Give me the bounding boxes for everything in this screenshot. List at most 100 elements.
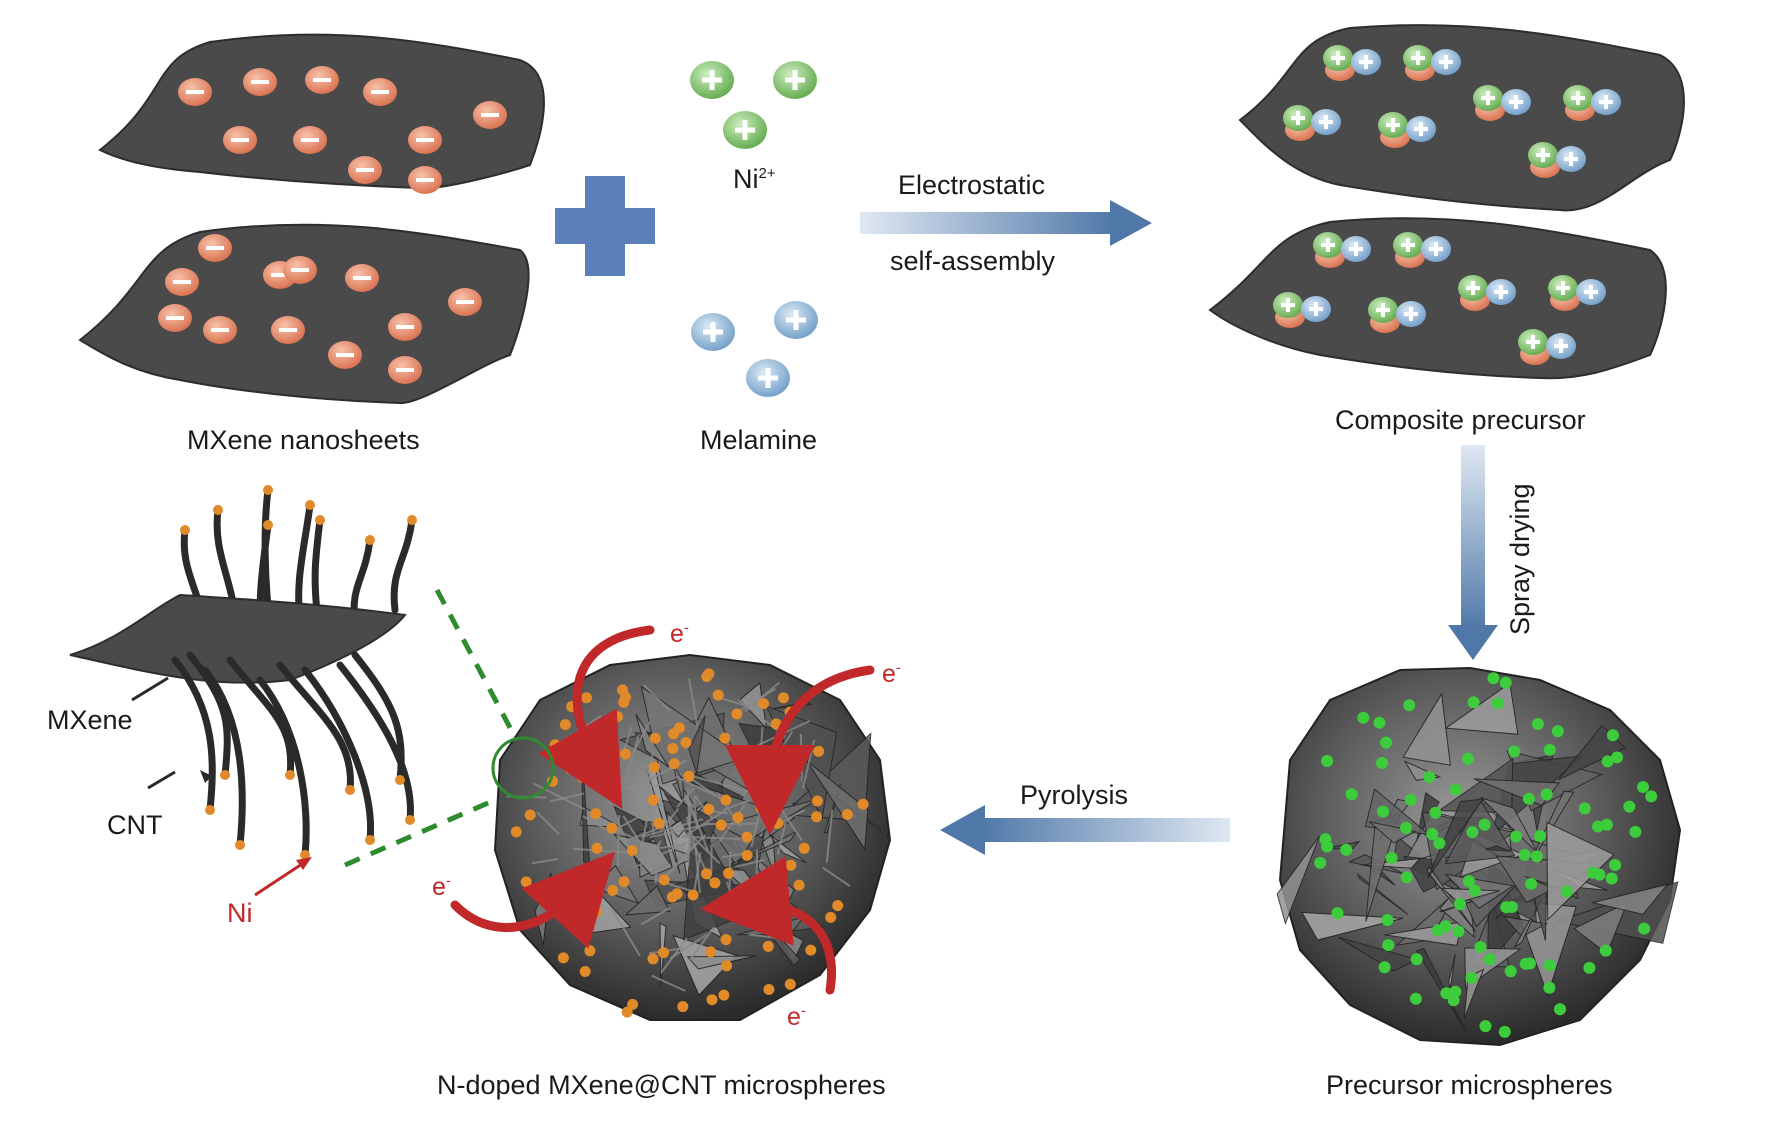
ni-ion-group <box>690 61 817 149</box>
ion-pair <box>1518 329 1576 365</box>
negative-charge-dot <box>283 256 317 284</box>
spray-drying-label: Spray drying <box>1505 483 1535 635</box>
negative-charge-dot <box>243 68 277 96</box>
ion-pair <box>1548 275 1606 311</box>
electron-arrows <box>450 625 875 995</box>
mxene-sheet-top-charges <box>178 66 507 194</box>
ni-ion <box>773 61 817 99</box>
ni-particle <box>345 785 355 795</box>
ni-ion-symbol: Ni <box>733 164 759 194</box>
ni-ion <box>723 111 767 149</box>
pyrolysis-label: Pyrolysis <box>1020 780 1129 810</box>
negative-charge-dot <box>165 268 199 296</box>
composite-sheet-bottom-pairs <box>1273 232 1606 365</box>
composite-sheet-top-pairs <box>1283 45 1621 178</box>
melamine-label: Melamine <box>700 425 818 455</box>
negative-charge-dot <box>158 304 192 332</box>
composite-precursor-label: Composite precursor <box>1335 405 1586 435</box>
ni-particle <box>405 815 415 825</box>
ion-pair <box>1313 232 1371 268</box>
negative-charge-dot <box>388 356 422 384</box>
melamine-ion <box>691 313 735 351</box>
ion-pair <box>1273 292 1331 328</box>
precursor-microspheres-label: Precursor microspheres <box>1326 1070 1613 1100</box>
electrostatic-label: Electrostatic <box>898 170 1046 200</box>
negative-charge-dot <box>348 156 382 184</box>
negative-charge-dot <box>178 78 212 106</box>
inset-cnt-label: CNT <box>107 810 163 840</box>
negative-charge-dot <box>363 78 397 106</box>
cnt-tube <box>390 516 416 614</box>
negative-charge-dot <box>388 313 422 341</box>
ion-pair <box>1528 142 1586 178</box>
negative-charge-dot <box>448 288 482 316</box>
ion-pair <box>1458 275 1516 311</box>
negative-charge-dot <box>328 341 362 369</box>
mxene-nanosheets-label: MXene nanosheets <box>187 425 420 455</box>
negative-charge-dot <box>408 166 442 194</box>
precursor-microsphere <box>1276 666 1682 1047</box>
pyrolysis-arrow <box>940 805 1230 855</box>
ni-particle <box>300 850 310 860</box>
ni-particle <box>235 840 245 850</box>
ni-particle <box>305 500 315 510</box>
inset-mxene-label: MXene <box>47 705 133 735</box>
cnt-tube <box>276 661 354 794</box>
ion-pair <box>1563 85 1621 121</box>
cnt-tube <box>351 651 405 784</box>
melamine-ion-group <box>691 301 818 397</box>
ni-particle <box>395 775 405 785</box>
mxene-sheet-bottom-charges <box>158 234 482 384</box>
ni-particle <box>180 525 190 535</box>
plus-icon <box>555 176 655 276</box>
cnt-tube <box>171 656 216 814</box>
negative-charge-dot <box>271 316 305 344</box>
electron-label-4: e- <box>787 1002 806 1031</box>
ni-particle <box>220 770 230 780</box>
ion-pair <box>1473 85 1531 121</box>
negative-charge-dot <box>408 126 442 154</box>
ni-particle <box>263 520 273 530</box>
negative-charge-dot <box>473 101 507 129</box>
cnt-tube <box>295 501 314 624</box>
negative-charge-dot <box>345 264 379 292</box>
electron-label-1: e- <box>670 619 689 648</box>
self-assembly-label: self-assembly <box>890 246 1056 276</box>
cnt-tube <box>201 666 246 849</box>
melamine-ion <box>746 359 790 397</box>
ni-particle <box>407 515 417 525</box>
ni-ion <box>690 61 734 99</box>
cnt-tube <box>256 676 310 859</box>
negative-charge-dot <box>223 126 257 154</box>
cnt-tube <box>336 661 414 824</box>
electrostatic-arrow <box>860 200 1152 246</box>
ni-ion-charge: 2+ <box>758 165 776 182</box>
spray-drying-arrow <box>1448 445 1498 660</box>
mxene-sheet-bottom <box>78 223 530 405</box>
ion-pair <box>1393 232 1451 268</box>
ni-particle <box>365 835 375 845</box>
negative-charge-dot <box>203 316 237 344</box>
mxene-cnt-inset <box>69 485 417 897</box>
cnt-tube <box>301 666 375 844</box>
zoom-indicator <box>344 588 555 868</box>
negative-charge-dot <box>305 66 339 94</box>
inset-ni-label: Ni <box>227 898 253 928</box>
ion-pair <box>1403 45 1461 81</box>
melamine-ion <box>774 301 818 339</box>
negative-charge-dot <box>293 126 327 154</box>
electron-label-2: e- <box>882 659 901 688</box>
ni-particle <box>213 505 223 515</box>
cnt-tube <box>226 656 295 779</box>
ion-pair <box>1283 105 1341 141</box>
ni-particle <box>365 535 375 545</box>
ion-pair <box>1323 45 1381 81</box>
ni-particle <box>205 805 215 815</box>
ion-pair <box>1378 112 1436 148</box>
ni-ion-label: Ni2+ <box>733 164 776 195</box>
electron-label-3: e- <box>432 872 451 901</box>
negative-charge-dot <box>198 234 232 262</box>
ni-particle <box>315 515 325 525</box>
ion-pair <box>1368 297 1426 333</box>
